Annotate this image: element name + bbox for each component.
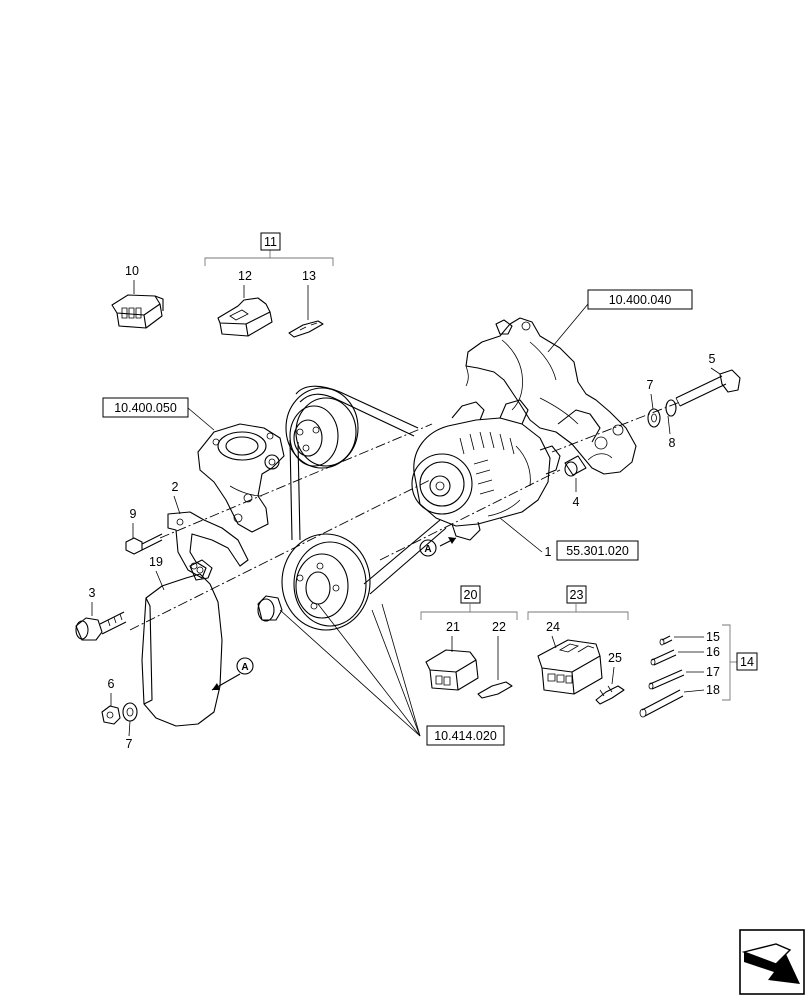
label-11: 11 xyxy=(264,235,277,249)
label-23: 23 xyxy=(570,588,584,602)
label-16: 16 xyxy=(706,645,720,659)
group-20: 20 21 22 xyxy=(420,585,518,699)
label-7-top: 7 xyxy=(647,378,654,392)
label-8: 8 xyxy=(669,436,676,450)
nut-6: 6 xyxy=(101,677,121,725)
view-marker-a-lower: A xyxy=(211,657,254,691)
connector-12: 12 xyxy=(217,269,273,337)
spacer-4: 4 xyxy=(564,455,587,509)
group-23: 23 24 25 xyxy=(527,585,629,705)
label-17: 17 xyxy=(706,665,720,679)
ref-crank-pulley: 10.414.020 xyxy=(434,729,497,743)
label-25: 25 xyxy=(608,651,622,665)
belt-cover-19: 19 xyxy=(141,555,223,727)
label-9: 9 xyxy=(130,507,137,521)
next-page-icon[interactable] xyxy=(739,929,805,995)
washer-7-bottom: 7 xyxy=(122,702,138,751)
alignment-lines xyxy=(129,401,681,631)
label-6: 6 xyxy=(108,677,115,691)
crank-pulley xyxy=(281,533,371,631)
label-1: 1 xyxy=(545,545,552,559)
view-marker-a-upper: A xyxy=(419,537,457,557)
label-5: 5 xyxy=(709,352,716,366)
label-4: 4 xyxy=(573,495,580,509)
washer-8: 8 xyxy=(665,399,677,450)
thermostat-housing: 10.400.050 xyxy=(102,397,285,533)
pulley-ref: 10.414.020 xyxy=(279,603,505,746)
label-21: 21 xyxy=(446,620,460,634)
label-24: 24 xyxy=(546,620,560,634)
group-14: 14 15 16 17 18 xyxy=(639,624,758,718)
pulley-nut xyxy=(257,595,283,622)
bolt-9: 9 xyxy=(125,507,163,555)
bolt-5: 5 xyxy=(675,352,741,407)
fan-pulley xyxy=(285,387,359,469)
label-22: 22 xyxy=(492,620,506,634)
alternator: 1 55.301.020 xyxy=(411,399,639,561)
label-7-bottom: 7 xyxy=(126,737,133,751)
label-3: 3 xyxy=(89,586,96,600)
label-18: 18 xyxy=(706,683,720,697)
terminal-13: 13 xyxy=(288,269,324,338)
water-pump: 10.400.040 xyxy=(465,289,693,475)
marker-a-upper-text: A xyxy=(424,544,431,555)
connector-10: 10 xyxy=(111,264,164,329)
label-19: 19 xyxy=(149,555,163,569)
ref-alternator: 55.301.020 xyxy=(566,544,629,558)
ref-thermostat-housing: 10.400.050 xyxy=(114,401,177,415)
label-14: 14 xyxy=(740,655,754,669)
group-11-bracket: 11 xyxy=(204,232,334,266)
label-15: 15 xyxy=(706,630,720,644)
marker-a-lower-text: A xyxy=(241,662,248,673)
washer-7-top: 7 xyxy=(647,378,661,428)
v-belt xyxy=(289,385,447,595)
bracket-2: 2 xyxy=(167,480,249,579)
bolt-3: 3 xyxy=(75,586,127,641)
ref-water-pump: 10.400.040 xyxy=(609,293,672,307)
label-10: 10 xyxy=(125,264,139,278)
label-2: 2 xyxy=(172,480,179,494)
label-20: 20 xyxy=(464,588,478,602)
label-13: 13 xyxy=(302,269,316,283)
label-12: 12 xyxy=(238,269,252,283)
